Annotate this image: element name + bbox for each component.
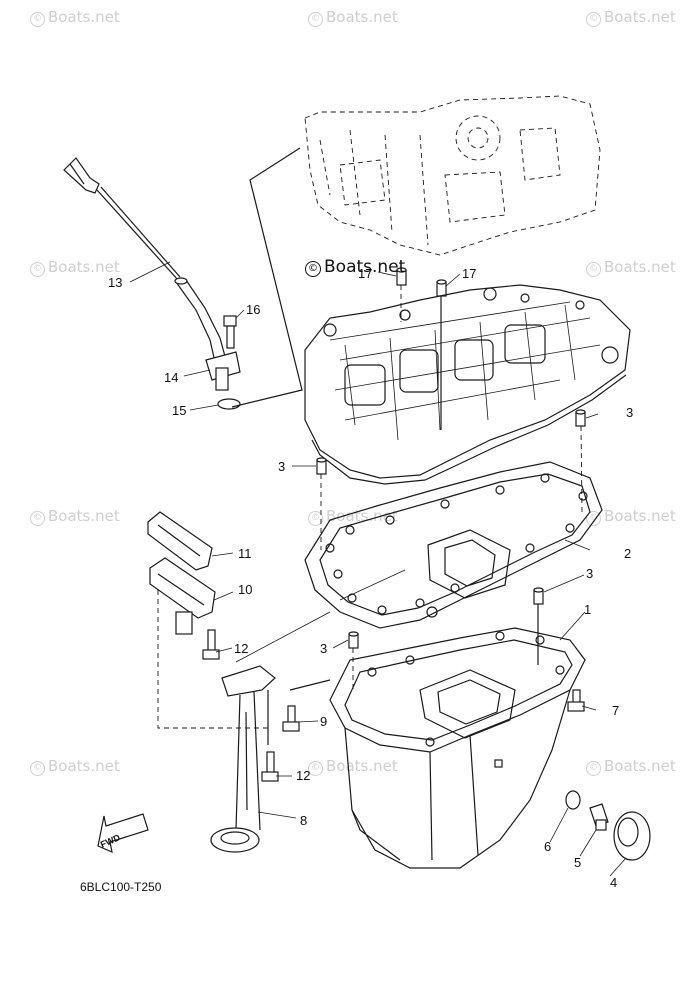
dipstick-guide-14 [174, 277, 241, 391]
watermark-top-center: ©Boats.net [308, 8, 398, 27]
callout-9: 9 [320, 714, 328, 729]
bolt-12-upper [202, 629, 220, 660]
callout-8: 8 [300, 813, 308, 828]
callout-15: 15 [172, 403, 187, 418]
callout-13: 13 [108, 275, 123, 290]
callout-16: 16 [246, 302, 261, 317]
callout-10: 10 [238, 582, 253, 597]
bolt-7 [567, 689, 585, 712]
engine-block-reference [304, 95, 601, 256]
exhaust-guide-casting [304, 284, 631, 485]
callout-2: 2 [624, 546, 632, 561]
dowel-pin-17-right [436, 279, 447, 430]
callout-11: 11 [238, 546, 252, 561]
callout-17-right: 17 [462, 266, 477, 281]
drain-gasket-6 [565, 790, 581, 810]
o-ring-15 [217, 398, 241, 410]
callout-17-left: 17 [358, 266, 373, 281]
watermark-row4-center: ©Boats.net [308, 757, 398, 776]
dowel-pin-3-middle [533, 587, 544, 665]
watermark-row2-right: ©Boats.net [586, 258, 676, 277]
callout-3-middle: 3 [586, 566, 594, 581]
bolt-16 [223, 315, 237, 349]
leader-lines [129, 261, 627, 877]
fwd-arrow [97, 813, 149, 854]
callout-3-lower: 3 [320, 641, 328, 656]
callout-12-upper: 12 [234, 641, 249, 656]
gasket-11 [147, 511, 213, 571]
dowel-pin-3-lower [348, 631, 359, 690]
callout-4: 4 [610, 875, 618, 890]
oil-pan-1 [329, 627, 586, 869]
dipstick-13 [63, 157, 181, 281]
watermark-row2-left: ©Boats.net [30, 258, 120, 277]
reference-line-left [157, 590, 268, 729]
callout-3-left: 3 [278, 459, 286, 474]
watermark-row4-left: ©Boats.net [30, 757, 120, 776]
callout-12-lower: 12 [296, 768, 311, 783]
callout-14: 14 [164, 370, 179, 385]
callout-3-upper-right: 3 [626, 405, 634, 420]
dowel-pin-17-left [396, 267, 407, 322]
cap-4 [613, 811, 651, 861]
bolt-9 [282, 705, 300, 732]
callout-5: 5 [574, 855, 582, 870]
oil-strainer-8 [210, 665, 276, 853]
gasket-2 [304, 461, 603, 629]
callout-6: 6 [544, 839, 552, 854]
callout-1: 1 [584, 602, 592, 617]
watermark-row3-right: ©Boats.net [586, 507, 676, 526]
dowel-pin-3-left [316, 457, 327, 550]
strainer-10 [149, 557, 216, 635]
watermark-row4-right: ©Boats.net [586, 757, 676, 776]
diagram-code: 6BLC100-T250 [80, 880, 162, 894]
watermark-top-left: ©Boats.net [30, 8, 120, 27]
watermark-center-dark: ©Boats.net [305, 257, 405, 277]
watermark-row3-left: ©Boats.net [30, 507, 120, 526]
reference-bracket-line [231, 147, 303, 408]
watermark-row3-center: ©Boats.net [308, 507, 398, 526]
watermark-top-right: ©Boats.net [586, 8, 676, 27]
drain-plug-5 [589, 803, 609, 831]
callout-7: 7 [612, 703, 620, 718]
dowel-pin-3-upper-right [575, 409, 586, 513]
bolt-12-lower [261, 751, 279, 782]
reference-line-strainer [267, 679, 331, 745]
